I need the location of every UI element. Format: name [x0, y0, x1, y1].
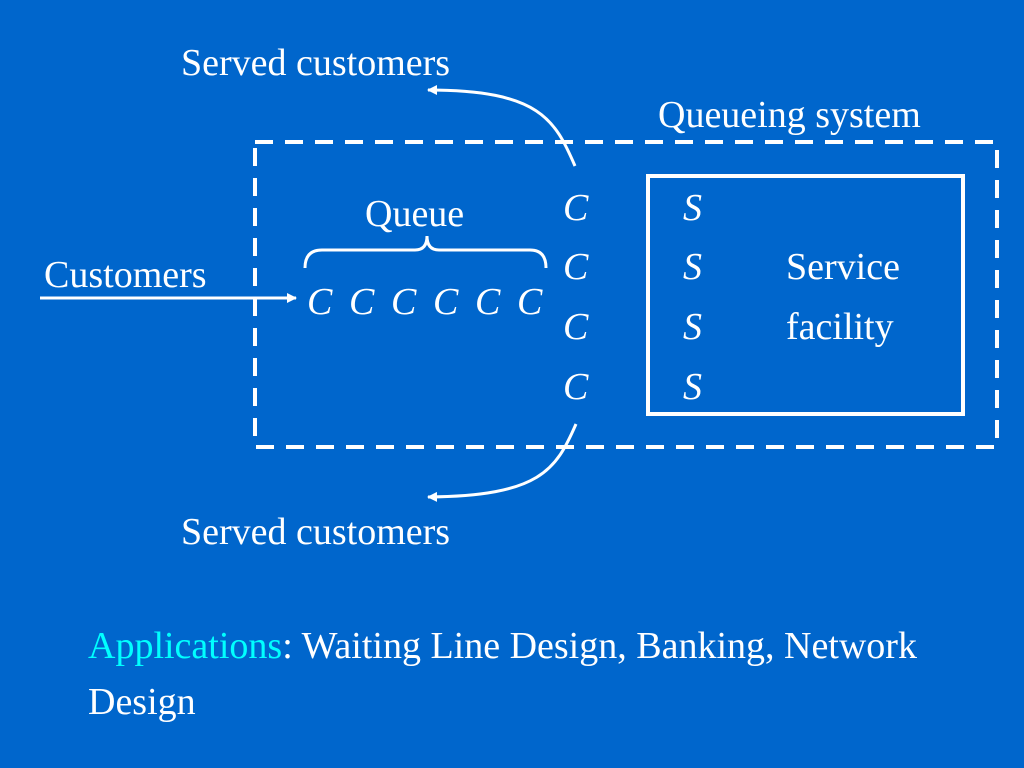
- applications-text: Applications: Waiting Line Design, Banki…: [88, 618, 988, 730]
- service-facility-box: [646, 174, 965, 416]
- queue-customer: C: [517, 281, 543, 323]
- in-service-customer: C: [563, 306, 589, 348]
- queue-customer: C: [307, 281, 333, 323]
- served-bottom-arrow: [427, 423, 578, 502]
- served-top-arrow: [427, 85, 577, 167]
- server: S: [683, 306, 702, 348]
- queue-customer: C: [349, 281, 375, 323]
- queueing-system-label: Queueing system: [658, 94, 921, 136]
- server: S: [683, 187, 702, 229]
- applications-separator: :: [282, 625, 293, 667]
- queue-label: Queue: [365, 193, 465, 235]
- customers-label: Customers: [44, 254, 207, 296]
- server: S: [683, 246, 702, 288]
- queue-brace: [303, 235, 548, 269]
- queue-customer: C: [433, 281, 459, 323]
- applications-list: Waiting Line Design, Banking, Network De…: [88, 625, 917, 723]
- server: S: [683, 366, 702, 408]
- in-service-customer: C: [563, 187, 589, 229]
- queueing-system-boundary: [253, 140, 999, 449]
- in-service-customer: C: [563, 246, 589, 288]
- in-service-customer: C: [563, 366, 589, 408]
- queue-customer: C: [391, 281, 417, 323]
- service-label: Service: [786, 246, 900, 288]
- applications-heading: Applications: [88, 625, 283, 667]
- queue-customer: C: [475, 281, 501, 323]
- served-customers-bottom-label: Served customers: [181, 511, 451, 553]
- facility-label: facility: [786, 306, 894, 348]
- served-customers-top-label: Served customers: [181, 42, 451, 84]
